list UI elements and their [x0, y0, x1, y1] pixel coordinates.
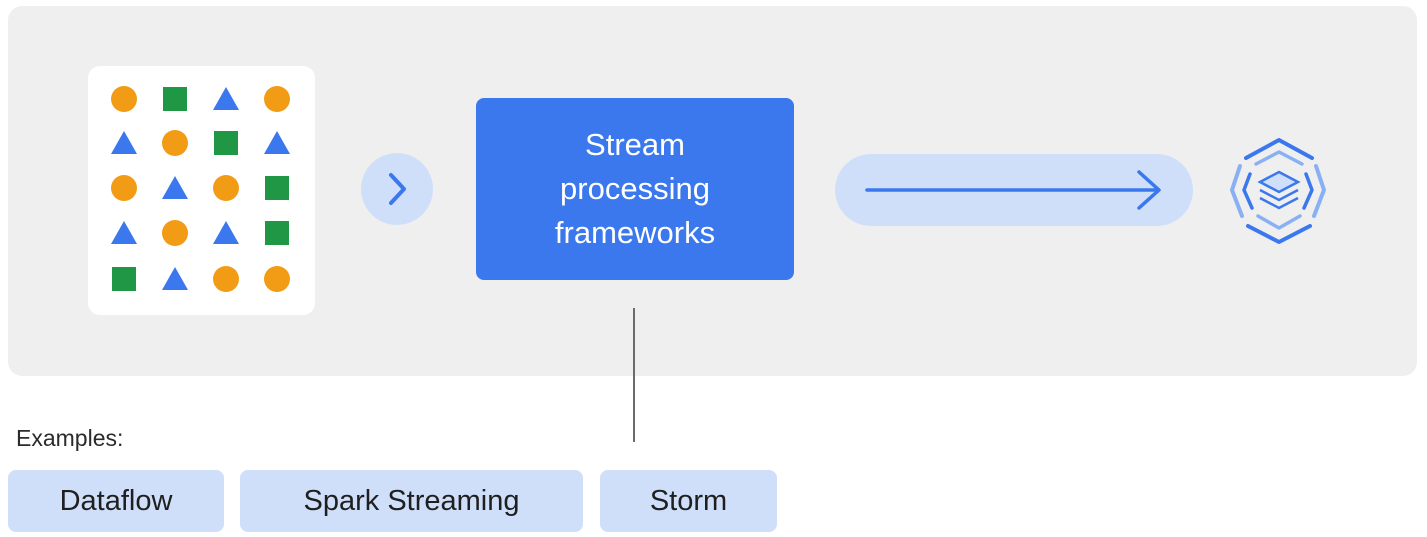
- chevron-bubble: [361, 153, 433, 225]
- stream-processing-box: Stream processing frameworks: [476, 98, 794, 280]
- orange-circle-icon: [264, 266, 290, 292]
- blue-triangle-icon: [162, 176, 188, 199]
- data-storage-layers-icon: [1230, 138, 1326, 244]
- mixed-data-shapes-icon: [111, 86, 290, 292]
- orange-circle-icon: [162, 220, 188, 246]
- examples-label: Examples:: [16, 425, 124, 451]
- stream-processing-title: Stream processing frameworks: [554, 127, 716, 250]
- green-square-icon: [214, 131, 238, 155]
- orange-circle-icon: [213, 175, 239, 201]
- green-square-icon: [265, 221, 289, 245]
- orange-circle-icon: [213, 266, 239, 292]
- blue-triangle-icon: [264, 131, 290, 154]
- blue-triangle-icon: [213, 87, 239, 110]
- example-chip-label: Spark Streaming: [303, 484, 520, 517]
- example-chip-label: Storm: [649, 484, 728, 517]
- green-square-icon: [112, 267, 136, 291]
- green-square-icon: [163, 87, 187, 111]
- examples-connector-line: [633, 308, 635, 442]
- arrow-right-icon: [865, 170, 1161, 210]
- green-square-icon: [265, 176, 289, 200]
- example-chip-spark-streaming: Spark Streaming: [240, 470, 583, 532]
- blue-triangle-icon: [162, 267, 188, 290]
- chevron-right-icon: [389, 173, 406, 205]
- orange-circle-icon: [111, 175, 137, 201]
- blue-triangle-icon: [111, 131, 137, 154]
- source-data-card: [88, 66, 315, 315]
- blue-triangle-icon: [213, 221, 239, 244]
- example-chip-label: Dataflow: [59, 484, 173, 517]
- blue-triangle-icon: [111, 221, 137, 244]
- orange-circle-icon: [162, 130, 188, 156]
- output-flow-pill: [835, 154, 1193, 226]
- example-chip-storm: Storm: [600, 470, 777, 532]
- orange-circle-icon: [111, 86, 137, 112]
- example-chip-dataflow: Dataflow: [8, 470, 224, 532]
- orange-circle-icon: [264, 86, 290, 112]
